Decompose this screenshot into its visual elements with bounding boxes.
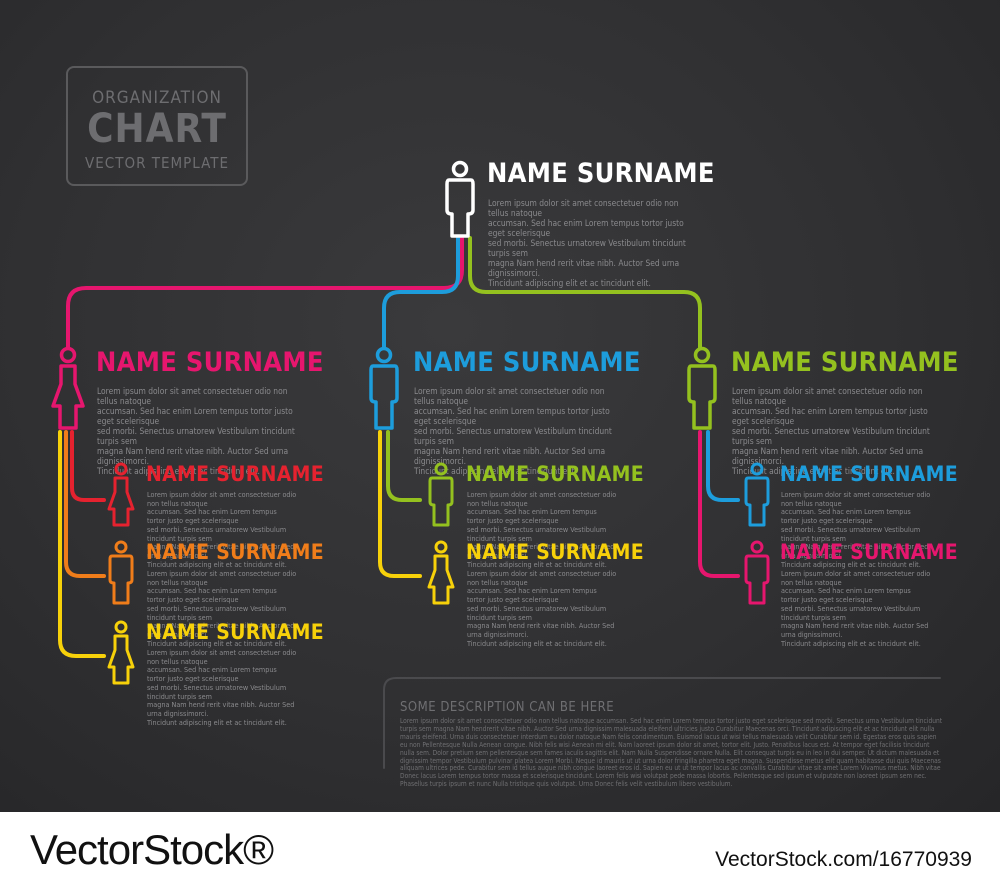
description-body: Lorem ipsum dolor sit amet consectetuer …	[400, 717, 943, 789]
staff-left-2-name: NAME SURNAME	[146, 540, 324, 564]
vectorstock-logo: VectorStock®	[30, 826, 274, 873]
description-title: SOME DESCRIPTION CAN BE HERE	[400, 700, 615, 715]
manager-right-name: NAME SURNAME	[731, 347, 959, 378]
badge-line-chart: CHART	[87, 106, 227, 152]
connector-center-to-child2	[378, 430, 422, 578]
male-person-icon	[428, 462, 454, 527]
description-box: SOME DESCRIPTION CAN BE HERE Lorem ipsum…	[380, 678, 942, 788]
staff-center-1-name: NAME SURNAME	[466, 462, 644, 486]
connector-right-to-child2	[698, 430, 740, 578]
staff-center-1-description: Lorem ipsum dolor sit amet consectetuer …	[467, 491, 617, 569]
staff-right-1-description: Lorem ipsum dolor sit amet consectetuer …	[781, 491, 931, 569]
male-person-icon	[445, 160, 475, 238]
watermark-footer: VectorStock® VectorStock.com/16770939	[0, 812, 1000, 891]
staff-center-2-name: NAME SURNAME	[466, 540, 644, 564]
staff-right-2-name: NAME SURNAME	[780, 540, 958, 564]
description-frame	[383, 677, 941, 769]
top-name: NAME SURNAME	[487, 158, 715, 189]
female-person-icon	[427, 540, 455, 605]
female-person-icon	[107, 620, 135, 685]
connector-left-to-child2	[64, 430, 106, 578]
connector-lines	[58, 236, 941, 769]
connector-center-to-child1	[386, 430, 422, 502]
badge-line-organization: ORGANIZATION	[92, 88, 222, 108]
stock-id: VectorStock.com/16770939	[715, 848, 972, 871]
male-person-icon	[744, 462, 770, 527]
staff-left-1-description: Lorem ipsum dolor sit amet consectetuer …	[147, 491, 297, 569]
connector-top-to-right	[468, 236, 702, 350]
manager-right-description: Lorem ipsum dolor sit amet consectetuer …	[732, 386, 930, 476]
staff-left-1-name: NAME SURNAME	[146, 462, 324, 486]
org-chart-canvas: ORGANIZATION CHART VECTOR TEMPLATE NAME …	[0, 0, 1000, 812]
manager-center-description: Lorem ipsum dolor sit amet consectetuer …	[414, 386, 612, 476]
staff-center-2-description: Lorem ipsum dolor sit amet consectetuer …	[467, 570, 617, 648]
male-person-icon	[369, 346, 399, 430]
staff-right-1-name: NAME SURNAME	[780, 462, 958, 486]
connector-top-to-left	[66, 236, 464, 350]
male-person-icon	[744, 540, 770, 605]
staff-right-2-description: Lorem ipsum dolor sit amet consectetuer …	[781, 570, 931, 648]
connector-left-to-child1	[70, 430, 106, 502]
female-person-icon	[107, 462, 135, 527]
title-badge: ORGANIZATION CHART VECTOR TEMPLATE	[66, 66, 248, 186]
male-person-icon	[108, 540, 134, 605]
female-person-icon	[51, 346, 85, 430]
connector-left-to-child3	[58, 430, 106, 658]
staff-left-3-description: Lorem ipsum dolor sit amet consectetuer …	[147, 649, 297, 727]
male-person-icon	[687, 346, 717, 430]
staff-left-3-name: NAME SURNAME	[146, 620, 324, 644]
manager-left-name: NAME SURNAME	[96, 347, 324, 378]
manager-center-name: NAME SURNAME	[413, 347, 641, 378]
badge-line-vector-template: VECTOR TEMPLATE	[85, 154, 229, 172]
manager-left-description: Lorem ipsum dolor sit amet consectetuer …	[97, 386, 295, 476]
connector-top-to-center	[382, 236, 460, 350]
top-description: Lorem ipsum dolor sit amet consectetuer …	[488, 198, 686, 288]
staff-left-2-description: Lorem ipsum dolor sit amet consectetuer …	[147, 570, 297, 648]
connector-right-to-child1	[706, 430, 740, 502]
